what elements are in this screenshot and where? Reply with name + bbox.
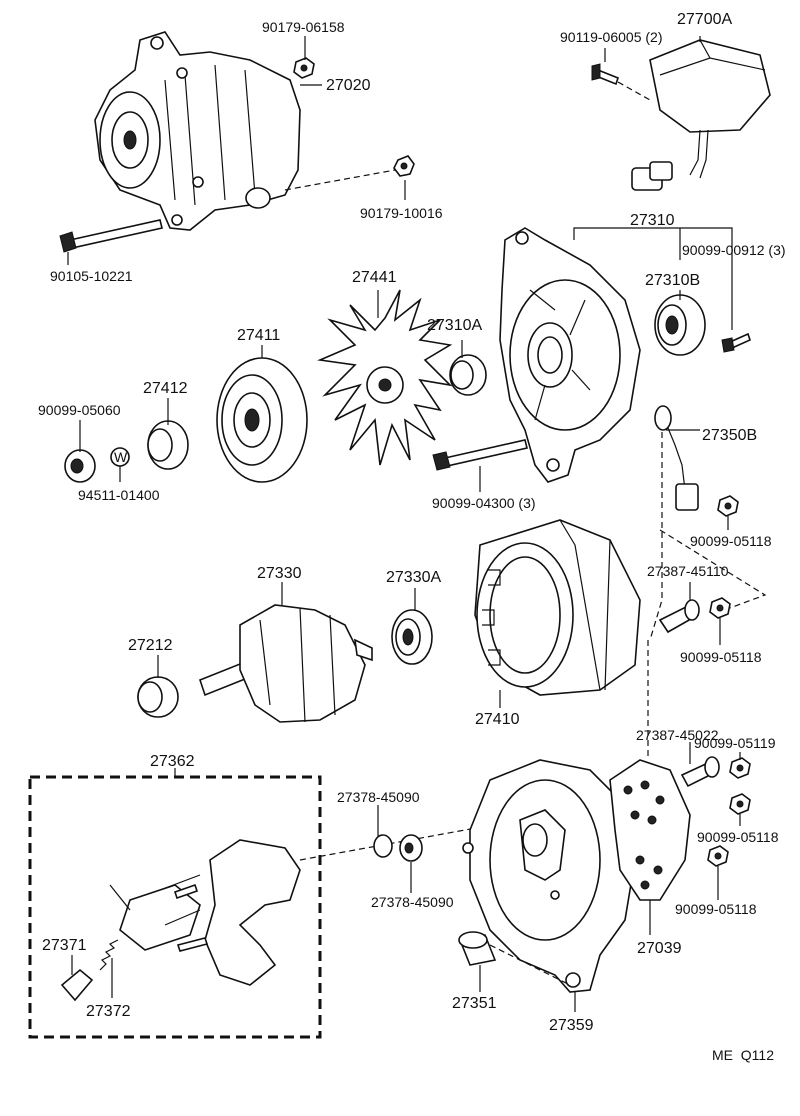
through-bolt-90099-04300 [432, 439, 528, 471]
label-27412: 27412 [143, 380, 188, 397]
washer-94511-01400: W [110, 447, 130, 467]
label-90099-05060: 90099-05060 [38, 402, 121, 418]
label-27378-45090-b: 27378-45090 [371, 894, 454, 910]
nut-90099-05060 [64, 449, 96, 483]
label-27441: 27441 [352, 269, 397, 286]
nut-90099-05118-b [709, 597, 731, 619]
rotor-27330 [199, 604, 373, 723]
label-90179-10016: 90179-10016 [360, 205, 443, 221]
label-27410: 27410 [475, 711, 520, 728]
label-27351: 27351 [452, 995, 497, 1012]
label-90119-06005: 90119-06005 (2) [560, 29, 662, 45]
stator-27410 [474, 519, 641, 696]
label-27371: 27371 [42, 937, 87, 954]
bushing-27351 [458, 931, 497, 966]
label-90179-06158: 90179-06158 [262, 19, 345, 35]
insulator-27378-45090-b [399, 834, 423, 862]
label-27310B: 27310B [645, 272, 700, 289]
rectifier-27039 [609, 759, 691, 901]
label-27310A: 27310A [427, 317, 482, 334]
nut-90099-05118-d [707, 845, 729, 867]
nut-90099-05118-c [729, 793, 751, 815]
part-labels: 90179-06158 27020 90179-10016 90105-1022… [38, 11, 786, 1063]
nut-90179-06158 [293, 57, 315, 79]
label-90099-05118-b: 90099-05118 [680, 649, 762, 665]
bushing-27212 [137, 676, 179, 718]
insulator-27387-45110 [658, 599, 700, 634]
rectifier-end-frame-27359 [462, 759, 636, 993]
label-90099-04300: 90099-04300 (3) [432, 495, 536, 511]
drive-end-frame-27310 [499, 227, 641, 483]
label-27411: 27411 [237, 327, 280, 344]
label-27350B: 27350B [702, 427, 757, 444]
label-27330A: 27330A [386, 569, 441, 586]
label-90105-10221: 90105-10221 [50, 268, 133, 284]
label-90099-05118-d: 90099-05118 [675, 901, 757, 917]
label-27378-45090-a: 27378-45090 [337, 789, 420, 805]
label-90099-05118-c: 90099-05118 [697, 829, 779, 845]
regulator-27700A [631, 39, 771, 191]
label-27330: 27330 [257, 565, 302, 582]
insulator-27378-45090-a [373, 834, 393, 858]
label-27212: 27212 [128, 637, 173, 654]
fan-27441 [317, 289, 453, 466]
bearing-27330A [391, 609, 433, 665]
nut-90099-05119 [729, 757, 751, 779]
washer-mark: W [114, 449, 128, 465]
brush-holder-27362 [109, 839, 301, 986]
label-90099-00912: 90099-00912 (3) [682, 242, 786, 258]
label-90099-05118-a: 90099-05118 [690, 533, 772, 549]
label-27372: 27372 [86, 1003, 131, 1020]
collar-27412 [147, 420, 189, 470]
label-27387-45022: 27387-45022 [636, 727, 719, 743]
label-27362: 27362 [150, 753, 195, 770]
label-27387-45110: 27387-45110 [647, 563, 729, 579]
brush-27371 [60, 968, 94, 1002]
bearing-27310B [654, 294, 706, 356]
pulley-27411 [216, 357, 308, 483]
label-27020: 27020 [326, 77, 371, 94]
nut-90099-05118-a [717, 495, 739, 517]
label-27359: 27359 [549, 1017, 594, 1034]
terminal-27350B [649, 405, 699, 641]
spacer-27310A [449, 354, 487, 396]
screw-90099-00912 [721, 332, 751, 353]
nut-90179-10016 [393, 155, 415, 177]
label-27039: 27039 [637, 940, 682, 957]
footer-code: ME Q112 [712, 1047, 774, 1063]
spring-27372 [99, 939, 119, 971]
screw-90119-06005 [591, 63, 619, 86]
alternator-assembly [94, 31, 301, 231]
label-27310: 27310 [630, 212, 675, 229]
long-bolt-90105-10221 [59, 219, 163, 253]
label-27700A: 27700A [677, 11, 732, 28]
label-94511-01400: 94511-01400 [78, 487, 160, 503]
label-90099-05119: 90099-05119 [694, 735, 776, 751]
leader-lines [67, 36, 741, 1012]
insulator-27387-45022 [680, 756, 720, 788]
